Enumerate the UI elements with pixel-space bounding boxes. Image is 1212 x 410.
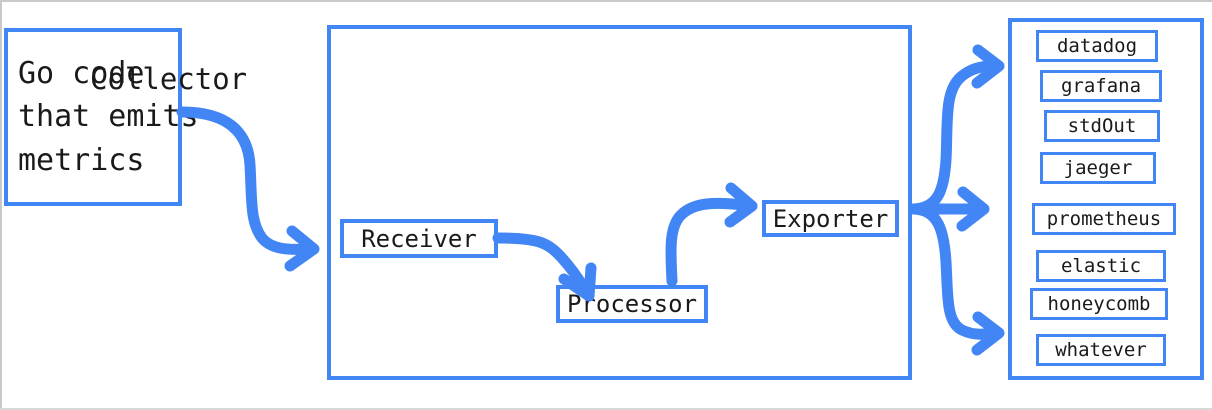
page-edge-bottom <box>0 408 1212 410</box>
processor-box: Processor <box>556 285 708 323</box>
backend-item: whatever <box>1036 334 1166 366</box>
collector-title: Collector <box>90 62 248 96</box>
backend-item: grafana <box>1040 70 1162 102</box>
backend-item: datadog <box>1036 30 1158 62</box>
source-line-2: that emits <box>18 99 199 135</box>
backend-item: honeycomb <box>1030 288 1168 320</box>
page-edge-top <box>0 0 1212 2</box>
arrow-collector-to-backends-lower <box>908 203 1005 356</box>
arrow-collector-to-backends-upper <box>908 44 1005 215</box>
go-code-source-box: Go code that emits metrics <box>4 28 199 206</box>
exporter-box: Exporter <box>762 200 899 237</box>
page-edge-left <box>0 0 2 410</box>
backend-item: stdOut <box>1044 110 1160 142</box>
arrow-collector-to-backends-middle <box>908 186 990 232</box>
arrow-source-to-receiver <box>176 106 320 272</box>
receiver-box: Receiver <box>340 219 498 258</box>
source-line-1: Go code <box>18 55 145 91</box>
source-line-3: metrics <box>18 142 145 178</box>
backend-item: elastic <box>1036 250 1166 282</box>
backend-item: prometheus <box>1032 203 1176 235</box>
backend-item: jaeger <box>1040 152 1156 184</box>
